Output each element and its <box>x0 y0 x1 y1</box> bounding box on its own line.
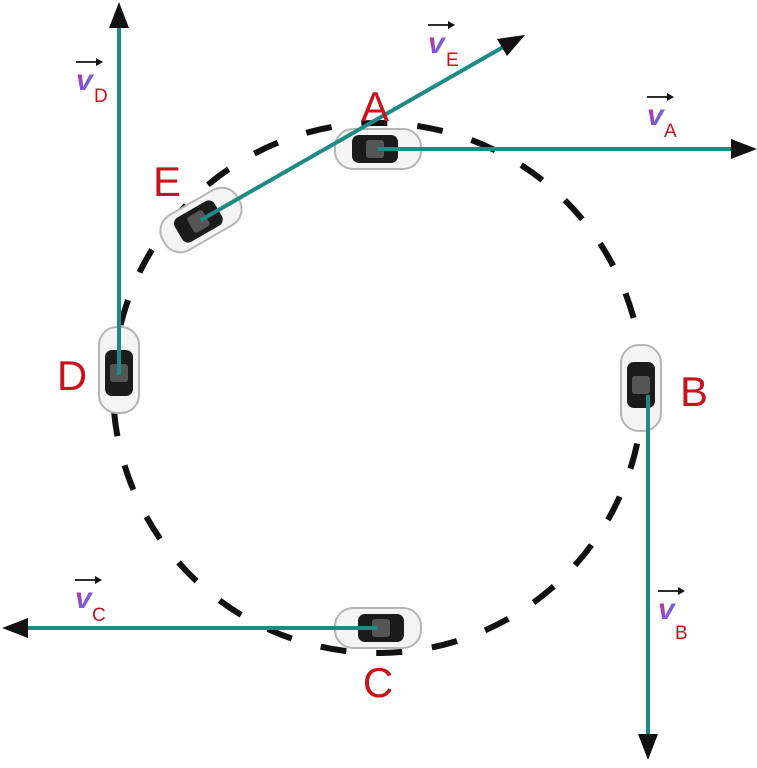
vector-symbol-a: v <box>647 99 666 132</box>
point-label-a: A <box>361 83 389 130</box>
vector-symbol-b: v <box>658 593 677 626</box>
vector-symbol-c: v <box>75 582 94 615</box>
vector-symbol-d: v <box>76 64 95 97</box>
vector-label-b: v B <box>658 587 688 644</box>
velocity-vector-b <box>638 395 658 760</box>
vector-label-c: v C <box>75 576 106 626</box>
vector-subscript-b: B <box>675 623 688 644</box>
vector-label-d: v D <box>76 58 108 107</box>
velocity-vector-a <box>378 139 757 159</box>
velocity-vector-c <box>2 618 378 638</box>
velocity-vector-e <box>200 35 525 222</box>
point-label-d: D <box>57 352 87 399</box>
vector-symbol-e: v <box>428 27 447 60</box>
vector-subscript-a: A <box>664 121 677 142</box>
vector-label-e: v E <box>428 21 459 71</box>
vector-subscript-e: E <box>446 50 459 71</box>
vector-subscript-d: D <box>94 86 108 107</box>
vector-subscript-c: C <box>92 605 106 626</box>
car-b <box>620 344 662 432</box>
vector-label-a: v A <box>647 93 677 142</box>
velocity-vector-d <box>109 2 129 375</box>
point-label-c: C <box>363 659 393 706</box>
point-label-e: E <box>153 158 181 205</box>
point-label-b: B <box>680 368 708 415</box>
